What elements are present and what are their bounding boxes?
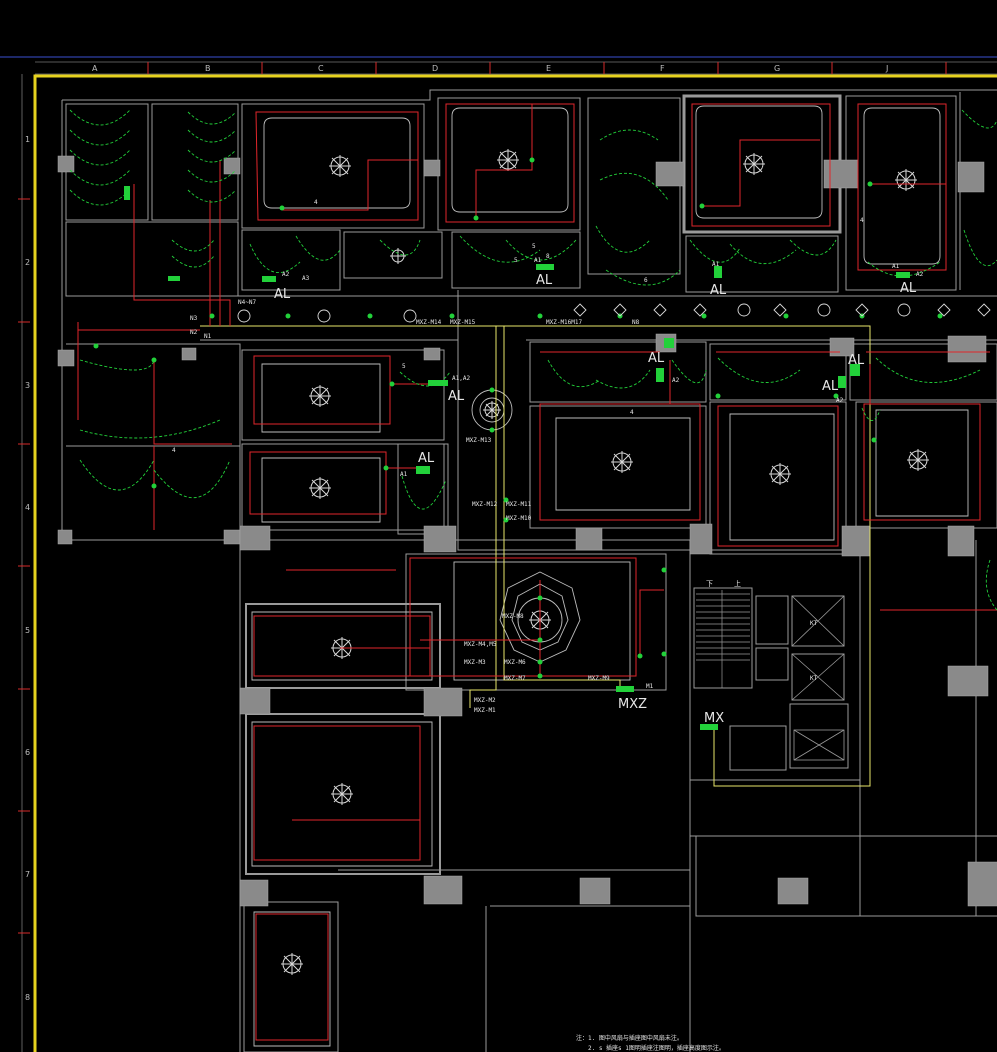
circuit-label: 6 [644,277,648,284]
circuit-label: A1 [400,471,408,478]
circuit-label: 4 [172,447,176,454]
circuit-label: A1,A2 [452,375,470,382]
grid-row-label: 3 [25,381,30,390]
stair-down-label: 下 [706,580,713,588]
circuit-label: MXZ-M12 [472,501,498,508]
lift-label: KT [810,675,818,682]
corridor-lights [237,303,991,323]
circuit-label: MXZ-M10 [506,515,532,522]
circuit-label: MXZ-M7 [504,675,526,682]
ceiling-outlines [251,105,969,1047]
circuit-label: N3 [190,315,198,322]
grid-col-label: G [774,64,780,73]
circuit-label: 5 [514,257,518,264]
grid-strip-top: A B C D E F G J [35,61,997,75]
stair-up-label: 上 [734,579,741,588]
circuit-label: A2 [282,271,290,278]
grid-row-label: 2 [25,258,30,267]
circuit-label: MXZ-M15 [450,319,476,326]
panel-label-al: AL [536,273,553,288]
grid-row-label: 8 [25,993,30,1002]
circuit-label: A2 [836,397,844,404]
grid-row-label: 7 [25,870,30,879]
panel-label-al: AL [648,351,665,366]
grid-row-label: 4 [25,503,30,512]
circuit-label: 4 [860,217,864,224]
grid-col-label: E [546,64,551,73]
drawing-note: 注：1. 图中风扇与插座图中风扇未注。 [576,1034,683,1042]
circuit-label: A1 [712,261,720,268]
circuit-label: A1 [892,263,900,270]
panel-label-al: AL [274,287,291,302]
grid-row-label: 1 [25,135,30,144]
circuit-label: MXZ-M4,M5 [464,641,497,648]
lift-label: KT [810,620,818,627]
circuit-label: MXZ-M13 [466,437,492,444]
grid-col-label: B [205,64,211,73]
electrical-devices [93,157,943,730]
circuit-label: N1 [204,333,212,340]
grid-col-label: C [318,64,324,73]
panel-label-al: AL [848,353,865,368]
circuit-label: A3 [302,275,310,282]
grid-row-label: 5 [25,626,30,635]
grid-row-label: 6 [25,748,30,757]
drawing-note: 2. s 插座s 1图明插座注图明，插座高度图示注。 [588,1044,725,1052]
circuit-label: 4 [314,199,318,206]
circuit-label: MXZ-M16M17 [546,319,583,326]
circuit-label: 5 [402,363,406,370]
circuit-label: MXZ-M14 [416,319,442,326]
panel-label-al: AL [448,389,465,404]
walls [61,89,997,1052]
lighting-circuits [77,103,997,1041]
circuit-label: A1 [534,257,542,264]
panel-label-al: AL [822,379,839,394]
circuit-label: MXZ-M6 [504,659,526,666]
grid-col-label: A [92,64,98,73]
stair [696,590,750,688]
circuit-label: MXZ-M11 [506,501,532,508]
circuit-label: N8 [632,319,640,326]
circuit-label: N2 [190,329,198,336]
panel-label-al: AL [710,283,727,298]
circuit-label: 8 [546,253,550,260]
grid-col-label: D [432,64,438,73]
panel-label-mxz: MXZ [618,697,647,712]
grid-col-label: J [885,64,888,73]
drawing-frame [33,74,997,1052]
circuit-label: M1 [646,683,654,690]
circuit-label: MXZ-M3 [464,659,486,666]
grid-col-label: F [660,64,665,73]
circuit-label: MXZ-M9 [588,675,610,682]
circuit-label: N4~N7 [238,299,256,306]
circuit-label: MXZ-M8 [502,613,524,620]
circuit-label: 5 [532,243,536,250]
grid-strip-left: 1 2 3 4 5 6 7 8 [18,74,30,1052]
panel-label-mx: MX [704,711,724,726]
circuit-label: MXZ-M2 [474,697,496,704]
switch-arcs [69,109,997,611]
circuit-label: MXZ-M1 [474,707,496,714]
circuit-label: 4 [630,409,634,416]
lift-shafts [791,595,845,761]
panel-label-al: AL [418,451,435,466]
structural-columns [57,155,997,907]
circuit-label: A2 [672,377,680,384]
circuit-label: A2 [916,271,924,278]
feeder-routes [200,325,871,787]
panel-label-al: AL [900,281,917,296]
